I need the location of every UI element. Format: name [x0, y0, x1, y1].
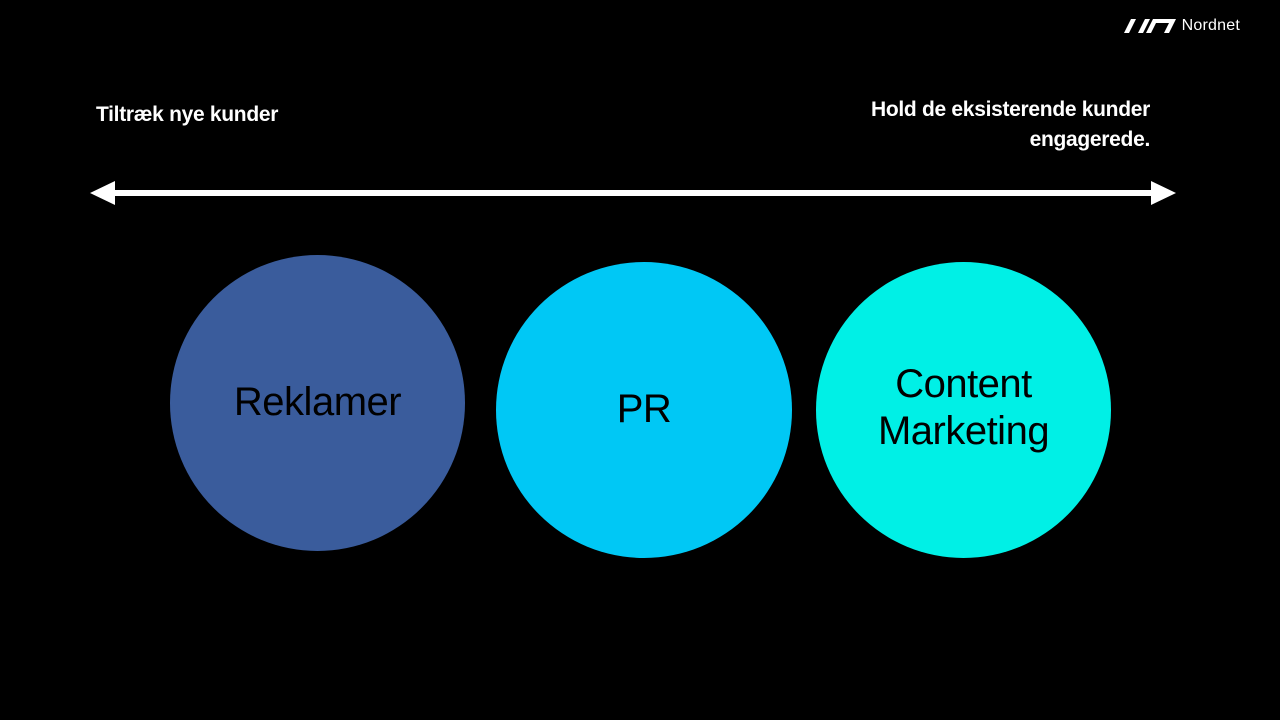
brand-logo: Nordnet: [1123, 16, 1240, 36]
circle-reklamer: Reklamer: [170, 255, 465, 551]
circle-pr: PR: [496, 262, 792, 558]
circle-label: Content Marketing: [877, 361, 1050, 456]
axis-right-label: Hold de eksisterende kunder engagerede.: [730, 95, 1150, 155]
circle-label: Reklamer: [233, 380, 402, 424]
circle-label: PR: [616, 387, 672, 431]
axis-right-label-line2: engagerede.: [1029, 128, 1151, 151]
circle-label-line1: Content: [895, 361, 1032, 406]
circle-content-marketing: Content Marketing: [816, 262, 1111, 558]
axis-left-label: Tiltræk nye kunder: [96, 103, 279, 126]
nordnet-logo-icon: [1123, 19, 1176, 33]
circle-label-line2: Marketing: [877, 408, 1050, 453]
double-arrow-icon: [90, 181, 1176, 205]
axis-right-label-line1: Hold de eksisterende kunder: [871, 98, 1150, 121]
brand-name: Nordnet: [1181, 17, 1240, 34]
